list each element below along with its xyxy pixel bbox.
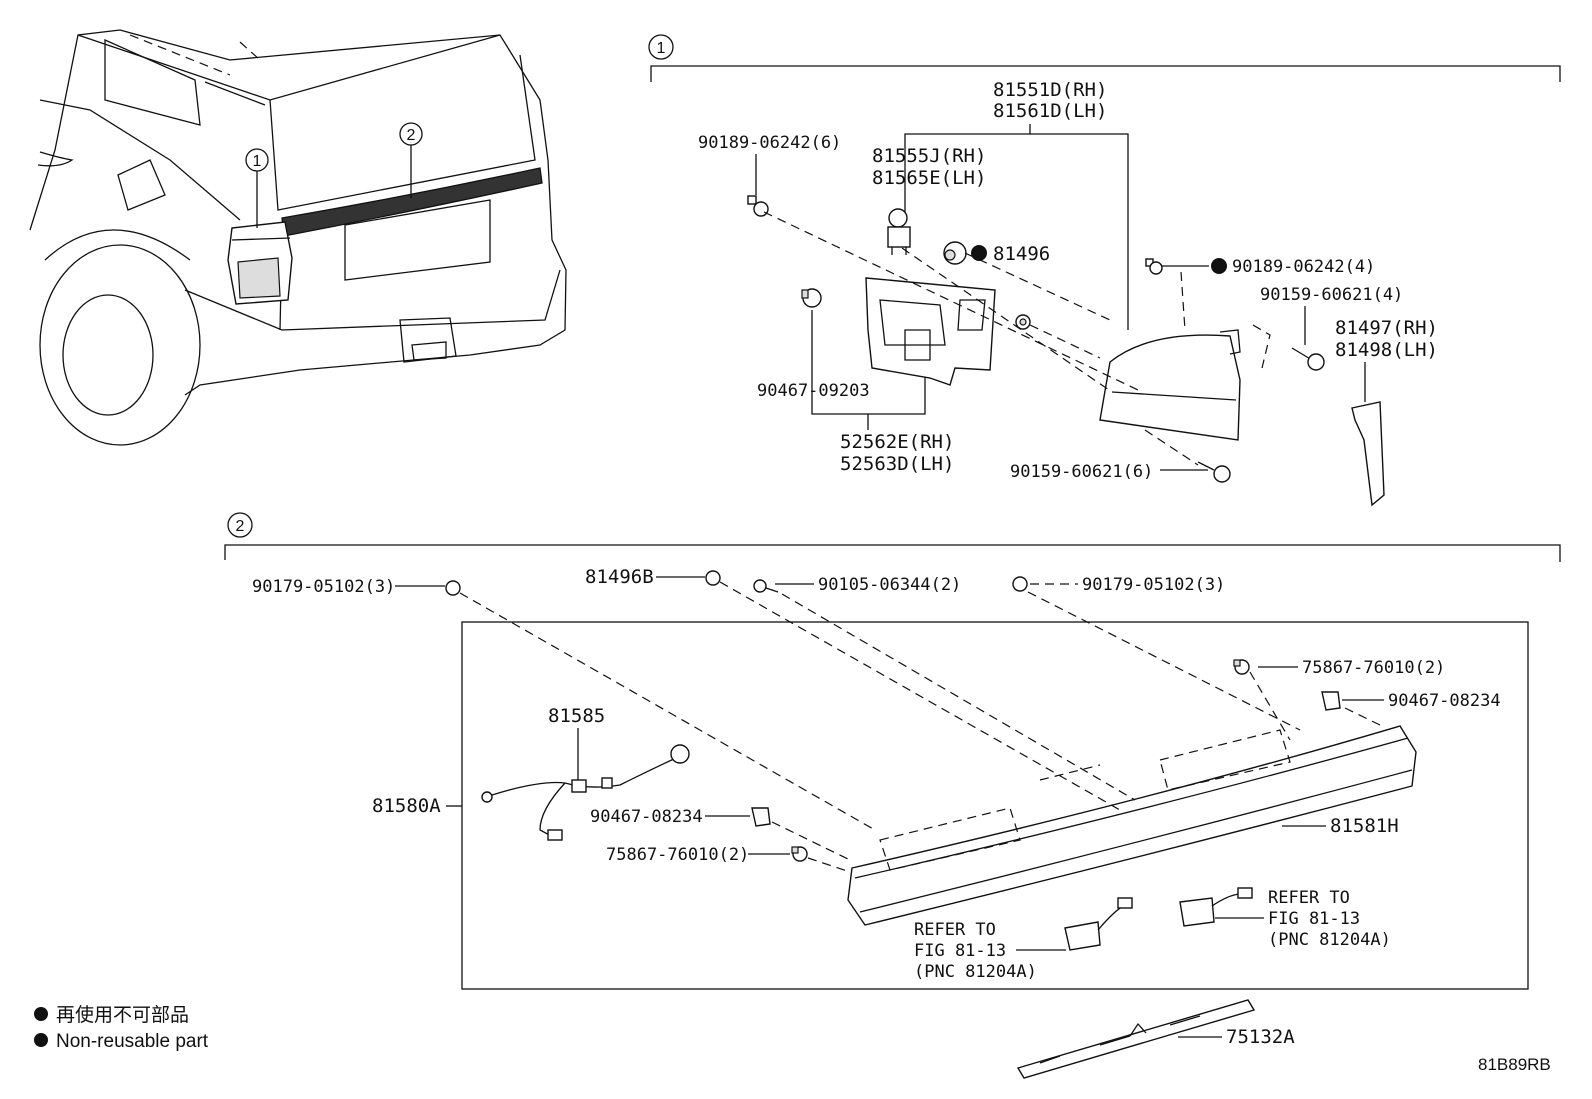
label-81498: 81498(LH): [1335, 339, 1438, 361]
vehicle-rear-illustration: 1 2: [29, 29, 567, 446]
label-81551D: 81551D(RH): [993, 79, 1107, 101]
refer-note-right-line1: REFER TO: [1268, 888, 1350, 908]
label-81496B: 81496B: [585, 566, 654, 588]
label-90179-05102-3-right: 90179-05102(3): [1082, 575, 1225, 595]
section-1-callout-text: 1: [657, 40, 666, 57]
legend-dot-2: [34, 1033, 48, 1047]
label-90179-05102-3-left: 90179-05102(3): [252, 577, 395, 597]
refer-note-left-line1: REFER TO: [914, 920, 996, 940]
label-52563D: 52563D(LH): [840, 453, 954, 475]
clip-90179-left: [445, 580, 461, 596]
legend-text-japanese: 再使用不可部品: [56, 1004, 189, 1026]
label-81561D: 81561D(LH): [993, 100, 1107, 122]
label-75132A: 75132A: [1226, 1026, 1295, 1048]
socket-81555J: [887, 208, 911, 255]
refer-note-right-line3: (PNC 81204A): [1268, 930, 1391, 950]
label-81496: 81496: [993, 243, 1050, 265]
refer-note-left-line2: FIG 81-13: [914, 941, 1006, 961]
clip-90467-09203: [801, 288, 822, 308]
gasket-81496: [943, 241, 967, 265]
label-90467-08234-left: 90467-08234: [590, 807, 703, 827]
car-callout-2-text: 2: [407, 127, 416, 144]
label-81565E: 81565E(LH): [872, 167, 986, 189]
clip-90467-left: [751, 807, 771, 827]
section-1-callout: [648, 34, 674, 60]
clip-75867-left: [791, 846, 808, 862]
legend-text-english: Non-reusable part: [56, 1031, 209, 1052]
clip-90179-right: [1012, 576, 1028, 592]
emblem-strip-75132A: 75132A: [1016, 999, 1295, 1079]
cover-81497: [1351, 401, 1385, 507]
screw-90105-06344: [753, 579, 779, 593]
section-2-callout-text: 2: [236, 518, 245, 535]
label-81585: 81585: [548, 705, 605, 727]
screw-90189-06242-4: [1145, 258, 1163, 275]
label-90159-60621-6: 90159-60621(6): [1010, 462, 1153, 482]
screw-90159-60621-6: [1197, 461, 1231, 483]
garnish-81581H: [847, 725, 1417, 926]
label-90105-06344-2: 90105-06344(2): [818, 575, 961, 595]
wire-harness-81585: [481, 744, 690, 841]
clip-75867-right: [1233, 659, 1250, 675]
nut-81496: [1015, 314, 1031, 330]
camera-unit-right: [1179, 887, 1253, 927]
section-2-callout: [227, 512, 253, 538]
section-2-garnish: 2 90179-05102(3) 81496B 90105-06344(2) 9…: [224, 512, 1561, 990]
car-callout-1-text: 1: [253, 153, 262, 170]
figure-code: 81B89RB: [1478, 1055, 1551, 1074]
screw-90159-60621-4: [1291, 347, 1325, 371]
label-75867-76010-2-right: 75867-76010(2): [1302, 658, 1445, 678]
non-reusable-dot-90189: [1211, 258, 1227, 274]
label-81555J: 81555J(RH): [872, 145, 986, 167]
label-90189-06242-6: 90189-06242(6): [698, 133, 841, 153]
label-81581H: 81581H: [1330, 815, 1399, 837]
label-90159-60621-4: 90159-60621(4): [1260, 285, 1403, 305]
label-81580A: 81580A: [372, 795, 441, 817]
gasket-81496B: [705, 570, 721, 586]
label-52562E: 52562E(RH): [840, 431, 954, 453]
legend-dot-1: [34, 1007, 48, 1021]
tail-lamp-81551D: [1099, 329, 1241, 441]
clip-90467-right: [1321, 691, 1341, 711]
section-1-tail-lamp: 1 81551D(RH) 81561D(LH) 90189-06242(6) 8…: [648, 34, 1561, 507]
non-reusable-dot-81496: [971, 245, 987, 261]
label-81497: 81497(RH): [1335, 317, 1438, 339]
label-75867-76010-2-left: 75867-76010(2): [606, 845, 749, 865]
refer-note-left-line3: (PNC 81204A): [914, 962, 1037, 982]
camera-unit-left: [1064, 897, 1133, 951]
bracket-52562E: [865, 277, 996, 386]
label-90189-06242-4: 90189-06242(4): [1232, 257, 1375, 277]
refer-note-right-line2: FIG 81-13: [1268, 909, 1360, 929]
legend: 再使用不可部品 Non-reusable part: [34, 1004, 209, 1052]
label-90467-09203: 90467-09203: [757, 381, 870, 401]
label-90467-08234-right: 90467-08234: [1388, 691, 1501, 711]
